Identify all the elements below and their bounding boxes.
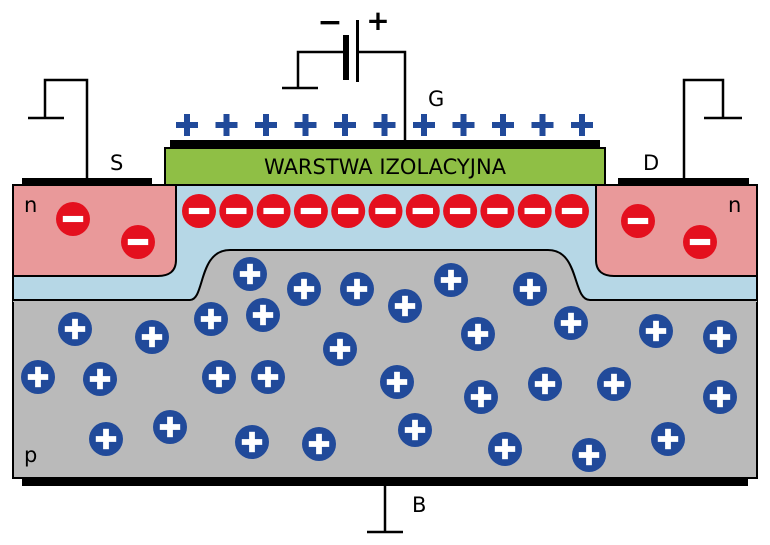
bulk-contact bbox=[22, 478, 748, 486]
hole bbox=[528, 367, 562, 401]
hole bbox=[89, 422, 123, 456]
hole bbox=[287, 272, 321, 306]
hole bbox=[464, 380, 498, 414]
electron bbox=[256, 194, 291, 228]
hole bbox=[434, 263, 468, 297]
insulator-layer bbox=[164, 147, 606, 186]
hole bbox=[639, 314, 673, 348]
holes bbox=[21, 257, 737, 472]
gate-plus-sign bbox=[571, 114, 593, 136]
battery-negative-sign: − bbox=[317, 5, 342, 40]
drain-region-label: n bbox=[728, 193, 741, 217]
hole bbox=[83, 362, 117, 396]
gate-plus-sign bbox=[294, 114, 317, 136]
hole bbox=[251, 360, 285, 394]
electron bbox=[219, 194, 254, 228]
gate-plus-sign bbox=[334, 114, 356, 136]
electron bbox=[480, 194, 515, 228]
hole bbox=[461, 317, 495, 351]
hole bbox=[398, 413, 432, 447]
electrons bbox=[56, 194, 717, 259]
insulator-label: WARSTWA IZOLACYJNA bbox=[264, 155, 507, 179]
electron bbox=[182, 194, 216, 228]
source-ground-wire bbox=[28, 78, 89, 178]
gate-plus-sign bbox=[452, 114, 475, 136]
hole bbox=[246, 298, 280, 332]
bulk-label: B bbox=[412, 493, 426, 517]
hole bbox=[235, 425, 269, 459]
source-label: S bbox=[110, 151, 123, 175]
electron bbox=[293, 194, 328, 228]
hole bbox=[21, 360, 55, 394]
substrate-label: p bbox=[24, 443, 37, 467]
hole bbox=[651, 422, 685, 456]
hole bbox=[703, 320, 737, 354]
gate-plus-sign bbox=[531, 114, 554, 136]
electron bbox=[555, 194, 589, 228]
electron bbox=[121, 225, 155, 259]
hole bbox=[194, 302, 228, 336]
gate-label: G bbox=[428, 87, 444, 111]
hole bbox=[388, 289, 422, 323]
electron bbox=[683, 225, 717, 259]
gate-plus-sign bbox=[215, 114, 238, 136]
hole bbox=[302, 427, 336, 461]
substrate-bulge bbox=[13, 250, 757, 302]
battery-icon bbox=[343, 20, 359, 82]
hole bbox=[202, 360, 236, 394]
gate-electrode bbox=[170, 140, 600, 147]
electron bbox=[443, 194, 478, 228]
hole bbox=[572, 438, 606, 472]
hole bbox=[488, 432, 522, 466]
hole bbox=[58, 312, 92, 346]
bulk-ground-wire bbox=[367, 486, 403, 534]
gate-plus-sign bbox=[373, 114, 396, 136]
hole bbox=[233, 257, 267, 291]
hole bbox=[153, 410, 187, 444]
hole bbox=[554, 306, 588, 340]
hole bbox=[703, 380, 737, 414]
hole bbox=[340, 272, 374, 306]
drain-label: D bbox=[643, 151, 659, 175]
gate-plus-sign bbox=[176, 114, 198, 136]
source-contact bbox=[22, 178, 152, 185]
electron bbox=[56, 202, 90, 236]
electron bbox=[368, 194, 403, 228]
substrate-bulge-outline bbox=[13, 249, 757, 301]
drain-ground-wire bbox=[682, 78, 742, 178]
hole bbox=[597, 367, 631, 401]
source-region-label: n bbox=[24, 193, 37, 217]
gate-plus-sign bbox=[255, 114, 277, 136]
gate-plus-sign bbox=[492, 114, 514, 136]
electron bbox=[517, 194, 552, 228]
drain-contact bbox=[618, 178, 749, 185]
electron bbox=[621, 204, 655, 238]
gate-battery-wire bbox=[282, 50, 407, 140]
gate-positive-charges bbox=[176, 114, 593, 136]
electron bbox=[331, 194, 366, 228]
electron bbox=[405, 194, 440, 228]
gate-plus-sign bbox=[413, 114, 435, 136]
hole bbox=[323, 332, 357, 366]
hole bbox=[380, 365, 414, 399]
n-source-region bbox=[12, 184, 177, 277]
battery-positive-sign: + bbox=[366, 4, 389, 37]
hole bbox=[135, 320, 169, 354]
hole bbox=[513, 272, 547, 306]
